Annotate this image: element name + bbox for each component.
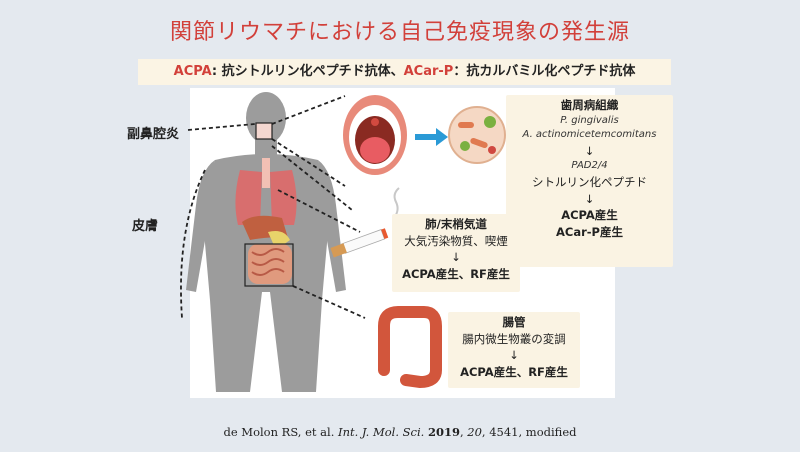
citrullinated-peptide: シトルリン化ペプチド <box>532 174 647 189</box>
down-arrow: ↓ <box>584 191 595 206</box>
citation-year: 2019 <box>427 425 460 439</box>
sinusitis-label: 副鼻腔炎 <box>127 127 180 142</box>
lung-cause: 大気汚染物質、喫煙 <box>404 233 508 248</box>
colon-illustration <box>378 306 442 389</box>
acarp-output: ACar-P産生 <box>556 224 623 239</box>
bacteria-illustration <box>448 106 506 164</box>
lungs <box>235 158 297 225</box>
gut-cause: 腸内微生物叢の変調 <box>462 331 566 346</box>
skin-label: 皮膚 <box>132 219 159 234</box>
periodontal-box: 歯周病組織 P. gingivalis A. actinomicetemcomi… <box>506 95 673 267</box>
down-arrow: ↓ <box>584 143 595 158</box>
enzyme-label: PAD2/4 <box>571 160 608 172</box>
citation-authors: de Molon RS, et al. <box>223 425 335 439</box>
connector-lines <box>180 95 366 319</box>
citation-pages: , 4541, modified <box>481 425 577 439</box>
open-mouth-illustration <box>343 95 407 175</box>
slide-title: 関節リウマチにおける自己免疫現象の発生源 <box>169 20 630 45</box>
arrow-icon <box>415 128 448 146</box>
acarp-abbrev: ACar-P <box>403 64 454 79</box>
citation-volume: 20 <box>467 425 482 439</box>
gut-box-text: 腸管 腸内微生物叢の変調 ↓ ACPA産生、RF産生 <box>448 312 580 388</box>
bacteria-aa: A. actinomicetemcomitans <box>522 129 657 141</box>
citation: de Molon RS, et al. Int. J. Mol. Sci. 20… <box>223 425 577 439</box>
down-arrow: ↓ <box>451 250 461 265</box>
stomach <box>268 231 290 250</box>
citation-journal: Int. J. Mol. Sci. <box>338 425 425 439</box>
acarp-definition: ：抗カルバミル化ペプチド抗体 <box>453 64 636 79</box>
abbreviation-legend: ACPA: 抗シトルリン化ペプチド抗体、ACar-P：抗カルバミル化ペプチド抗体 <box>138 59 671 85</box>
bacteria-pg: P. gingivalis <box>560 114 619 126</box>
periodontal-heading: 歯周病組織 <box>560 98 619 112</box>
down-arrow: ↓ <box>509 348 519 363</box>
acpa-output: ACPA産生 <box>561 208 618 223</box>
lung-output: ACPA産生、RF産生 <box>402 267 510 282</box>
acpa-abbrev: ACPA <box>173 64 212 79</box>
gut-box <box>244 243 294 287</box>
gut-heading: 腸管 <box>502 315 526 329</box>
lung-box: 肺/末梢気道 大気汚染物質、喫煙 ↓ ACPA産生、RF産生 <box>392 214 520 292</box>
gut-output: ACPA産生、RF産生 <box>460 365 568 380</box>
intestines <box>248 244 292 284</box>
cigarette-illustration <box>330 187 400 258</box>
lung-heading: 肺/末梢気道 <box>425 217 487 231</box>
acpa-definition: : 抗シトルリン化ペプチド抗体、 <box>211 64 404 79</box>
mouth-box <box>255 122 273 140</box>
